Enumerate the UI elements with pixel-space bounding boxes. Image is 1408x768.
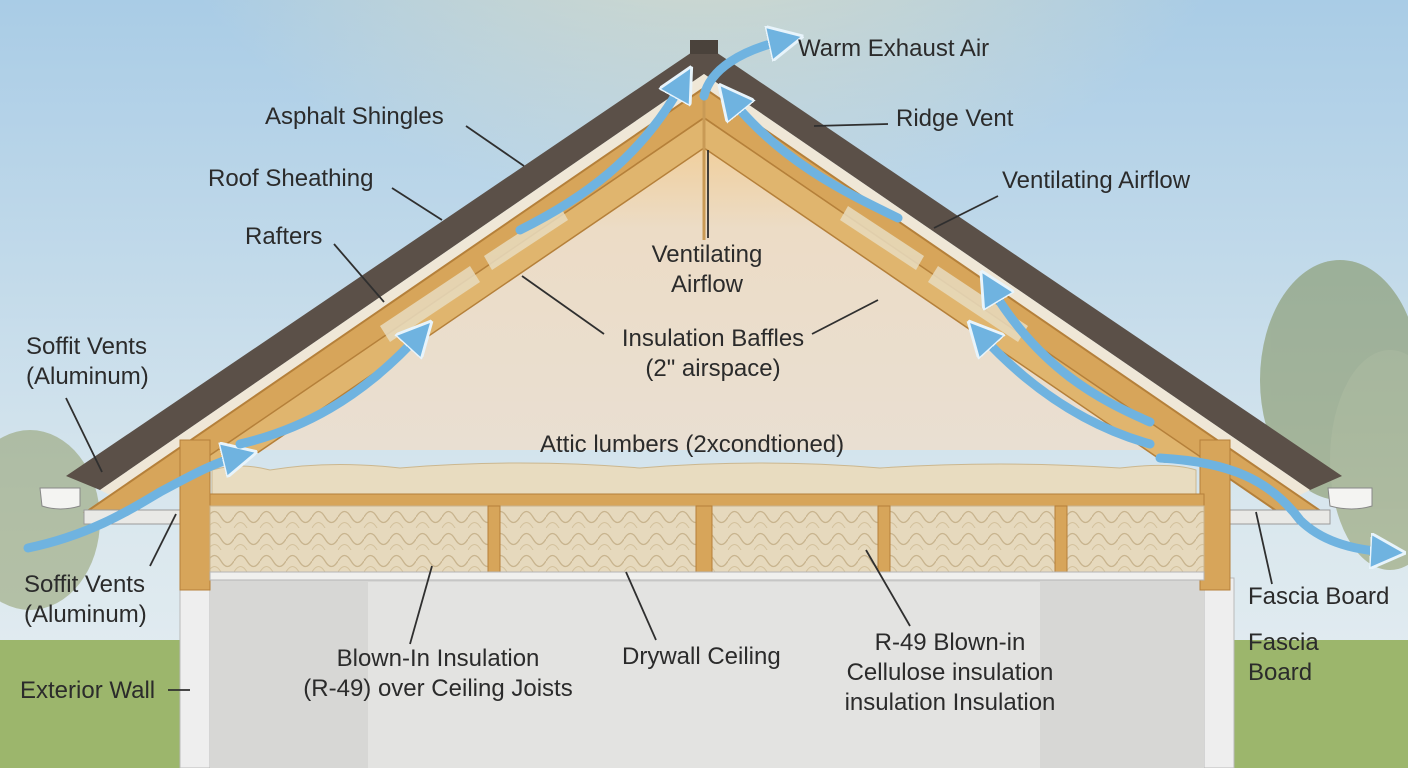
airflow-arrow-icon <box>23 456 240 553</box>
soffit-box-right <box>1229 509 1331 525</box>
ridge-vent <box>690 40 718 54</box>
label-warm-exhaust-air: Warm Exhaust Air <box>798 35 990 62</box>
top-chord <box>209 493 1205 507</box>
label-blown-in-insulation-line-2: (R-49) over Ceiling Joists <box>303 675 573 702</box>
label-fascia-board-2: Fascia Board <box>1248 628 1319 688</box>
label-exterior-wall: Exterior Wall <box>20 677 156 704</box>
airflow-arrow-icon <box>235 334 420 449</box>
label-r49-cellulose-line-2: Cellulose insulation <box>846 659 1054 686</box>
label-ventilating-airflow-center-line-1: Ventilating <box>651 241 763 268</box>
label-fascia-board-2-line-1: Fascia <box>1248 629 1319 656</box>
label-ventilating-airflow-right: Ventilating Airflow <box>1002 167 1191 194</box>
exterior-wall-left <box>179 577 211 768</box>
attic-space <box>212 110 1196 450</box>
label-ridge-vent: Ridge Vent <box>896 105 1014 132</box>
airflow-arrow-icon <box>990 286 1155 427</box>
label-soffit-vents-lower-line-2: (Aluminum) <box>24 601 147 628</box>
label-r49-cellulose: R-49 Blown-in Cellulose insulation insul… <box>826 628 1074 718</box>
label-ventilating-airflow-center: Ventilating Airflow <box>640 240 774 300</box>
label-soffit-vents-upper-line-2: (Aluminum) <box>26 363 149 390</box>
airflow-arrow-icon <box>699 40 786 101</box>
label-fascia-board: Fascia Board <box>1248 583 1390 610</box>
label-soffit-vents-lower-line-1: Soffit Vents <box>24 571 145 598</box>
label-blown-in-insulation: Blown-In Insulation (R-49) over Ceiling … <box>288 644 588 704</box>
airflow-arrow-icon <box>730 98 903 223</box>
label-asphalt-shingles: Asphalt Shingles <box>265 103 444 130</box>
label-drywall-ceiling: Drywall Ceiling <box>622 643 781 670</box>
label-insulation-baffles-line-1: Insulation Baffles <box>621 325 805 352</box>
label-r49-cellulose-line-1: R-49 Blown-in <box>874 629 1026 656</box>
label-ventilating-airflow-center-line-2: Airflow <box>670 271 743 298</box>
label-blown-in-insulation-line-1: Blown-In Insulation <box>336 645 540 672</box>
label-attic-lumbers: Attic lumbers (2xcondtioned) <box>540 431 845 458</box>
label-rafters: Rafters <box>245 223 323 250</box>
airflow-arrow-icon <box>515 82 683 235</box>
gutter-left <box>39 487 81 510</box>
loose-fill-insulation <box>211 462 1197 501</box>
drywall-ceiling <box>209 571 1205 581</box>
label-soffit-vents-upper: Soffit Vents (Aluminum) <box>26 332 149 392</box>
label-soffit-vents-upper-line-1: Soffit Vents <box>26 333 147 360</box>
label-fascia-board-2-line-2: Board <box>1248 659 1313 686</box>
airflow-arrow-icon <box>1155 453 1388 552</box>
label-insulation-baffles: Insulation Baffles (2" airspace) <box>600 324 826 384</box>
exterior-wall-right <box>1203 577 1235 768</box>
label-roof-sheathing: Roof Sheathing <box>208 165 374 192</box>
airflow-arrow-icon <box>980 334 1155 449</box>
label-r49-cellulose-line-3: insulation Insulation <box>844 689 1056 716</box>
label-insulation-baffles-line-2: (2" airspace) <box>645 355 781 382</box>
airflow-arrows <box>23 40 1388 553</box>
leader-lines <box>65 123 1273 691</box>
gutter-right <box>1327 487 1373 510</box>
label-soffit-vents-lower: Soffit Vents (Aluminum) <box>24 570 147 630</box>
